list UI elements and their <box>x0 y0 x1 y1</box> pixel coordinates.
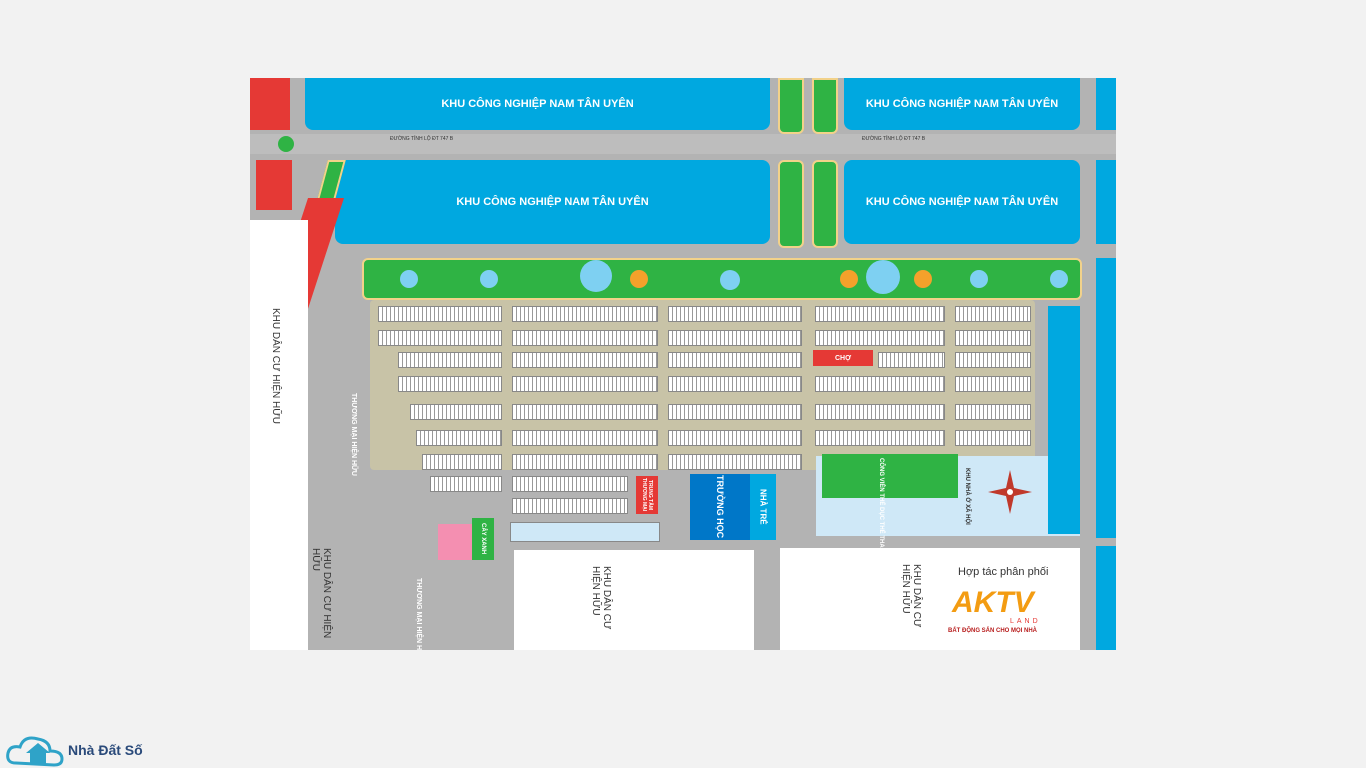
housing-row <box>422 454 502 470</box>
housing-row <box>398 376 502 392</box>
site-logo-text: Nhà Đất Số <box>68 742 143 758</box>
housing-row <box>430 476 502 492</box>
house-cloud-icon <box>6 736 64 767</box>
residential-label-left: KHU DÂN CƯ HIỆN HỮU <box>270 308 281 424</box>
pond-3 <box>580 260 612 292</box>
market: CHỢ <box>813 350 873 366</box>
housing-row <box>512 352 658 368</box>
housing-row <box>410 404 502 420</box>
housing-row <box>512 454 658 470</box>
partner-brand: AKTV <box>952 586 1034 619</box>
road-747b <box>250 134 1116 154</box>
partner-label: Hợp tác phân phối <box>958 566 1049 578</box>
residential-bottom-right <box>780 548 1080 650</box>
social-housing-park-overlay <box>822 454 958 498</box>
residential-bottom-mid <box>514 550 754 650</box>
water-plot-bottom <box>510 522 660 542</box>
road-747b-label: ĐƯỜNG TỈNH LỘ ĐT 747 B <box>390 136 454 142</box>
housing-row <box>955 352 1031 368</box>
housing-row <box>668 352 802 368</box>
park-label: CÔNG VIÊN THỂ DỤC THỂ THAO <box>878 458 884 553</box>
pond-2 <box>480 270 498 288</box>
industrial-zone-1: KHU CÔNG NGHIỆP NAM TÂN UYÊN <box>305 78 770 130</box>
compass-icon <box>988 470 1032 514</box>
housing-row <box>378 330 502 346</box>
map-top-left-corner <box>250 78 290 130</box>
housing-row <box>512 376 658 392</box>
pond-5 <box>720 270 740 290</box>
partner-sub: LAND <box>1010 618 1041 625</box>
master-plan-map: KHU CÔNG NGHIỆP NAM TÂN UYÊN KHU CÔNG NG… <box>250 78 1116 650</box>
industrial-zone-3: KHU CÔNG NGHIỆP NAM TÂN UYÊN <box>335 160 770 244</box>
green-median-top-1 <box>778 78 804 134</box>
community-center: TRUNG TÂM THƯƠNG MẠI <box>636 476 658 514</box>
partner-slogan: BẤT ĐỘNG SẢN CHO MỌI NHÀ <box>948 628 1037 634</box>
housing-row <box>815 330 945 346</box>
housing-row <box>512 430 658 446</box>
housing-row <box>815 376 945 392</box>
housing-row <box>512 306 658 322</box>
residential-label-left-2: KHU DÂN CƯ HIỆN HỮU <box>310 548 332 639</box>
housing-row <box>955 404 1031 420</box>
residential-left <box>250 220 308 650</box>
pond-8 <box>914 270 932 288</box>
housing-row <box>512 330 658 346</box>
pond-7 <box>866 260 900 294</box>
housing-row <box>668 330 802 346</box>
housing-row <box>955 430 1031 446</box>
pond-1 <box>400 270 418 288</box>
residential-label-right: KHU DÂN CƯ HIỆN HỮU <box>900 564 922 628</box>
partner-logo: AKTV LAND BẤT ĐỘNG SẢN CHO MỌI NHÀ <box>948 586 1060 638</box>
housing-row <box>416 430 502 446</box>
housing-row <box>668 454 802 470</box>
pink-plot <box>438 524 472 560</box>
pond-6 <box>840 270 858 288</box>
roundabout <box>278 136 294 152</box>
water-edge-right-bottom <box>1096 546 1116 650</box>
housing-row <box>815 306 945 322</box>
housing-row <box>512 404 658 420</box>
housing-row <box>668 376 802 392</box>
water-strip-right <box>1048 306 1080 534</box>
residential-label-mid: KHU DÂN CƯ HIỆN HỮU <box>590 566 612 630</box>
industrial-zone-edge-top <box>1096 78 1116 130</box>
housing-row <box>668 306 802 322</box>
water-edge-right <box>1096 258 1116 538</box>
commercial-label-2: THƯƠNG MẠI HIỆN HỮU <box>350 393 357 476</box>
school: TRƯỜNG HỌC <box>690 474 750 540</box>
pond-4 <box>630 270 648 288</box>
housing-row <box>512 476 628 492</box>
commercial-label-3: THƯƠNG MẠI HIỆN HỮU <box>415 578 422 650</box>
road-747b-label-right: ĐƯỜNG TỈNH LỘ ĐT 747 B <box>862 136 926 142</box>
kindergarten: NHÀ TRẺ <box>750 474 776 540</box>
housing-row <box>378 306 502 322</box>
housing-row <box>668 404 802 420</box>
housing-row <box>398 352 502 368</box>
housing-row <box>955 306 1031 322</box>
green-median-mid-1 <box>778 160 804 248</box>
industrial-zone-edge-2 <box>1096 160 1116 244</box>
industrial-zone-4: KHU CÔNG NGHIỆP NAM TÂN UYÊN <box>844 160 1080 244</box>
pond-9 <box>970 270 988 288</box>
housing-row <box>512 498 628 514</box>
housing-row <box>955 376 1031 392</box>
commercial-strip <box>256 160 292 210</box>
green-median-mid-2 <box>812 160 838 248</box>
pond-10 <box>1050 270 1068 288</box>
housing-row <box>878 352 945 368</box>
social-housing-label: KHU NHÀ Ở XÃ HỘI <box>964 468 970 525</box>
site-logo[interactable]: Nhà Đất Số <box>6 733 143 767</box>
housing-row <box>955 330 1031 346</box>
industrial-zone-2: KHU CÔNG NGHIỆP NAM TÂN UYÊN <box>844 78 1080 130</box>
housing-row <box>815 404 945 420</box>
green-trees: CÂY XANH <box>472 518 494 560</box>
housing-row <box>668 430 802 446</box>
green-median-top-2 <box>812 78 838 134</box>
housing-row <box>815 430 945 446</box>
